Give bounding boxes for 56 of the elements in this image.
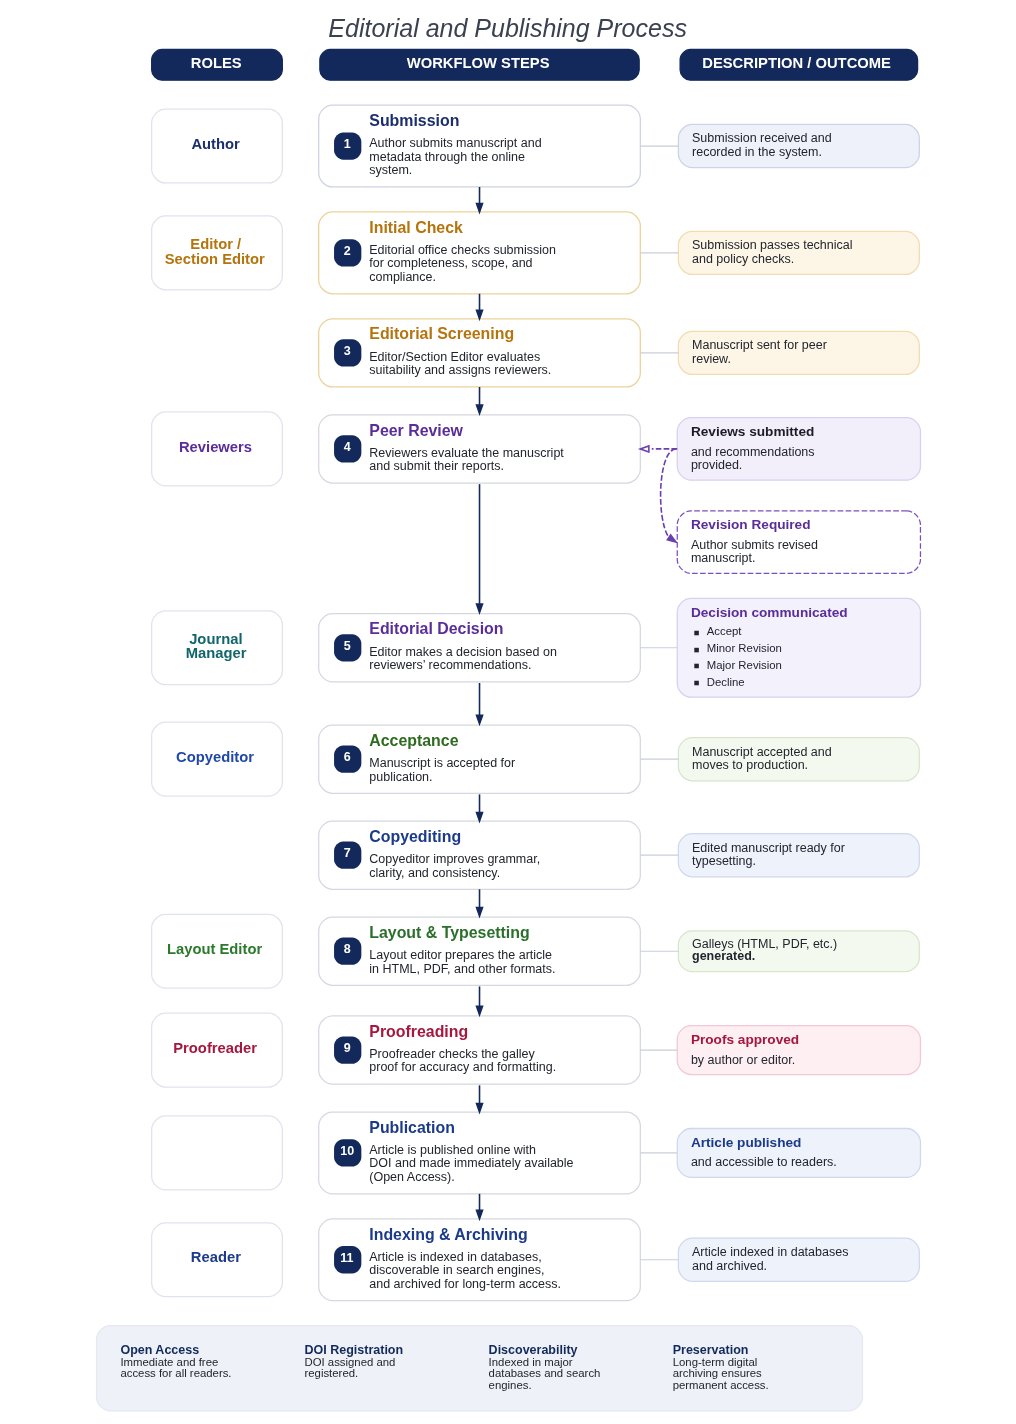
node-box: Manuscript accepted and moves to production.	[677, 736, 920, 782]
node-box: Article indexed in databases and archived.	[677, 1237, 920, 1282]
connector	[639, 1049, 678, 1051]
connector	[639, 950, 679, 952]
arrow	[474, 682, 484, 727]
node-box: Editor / Section Editor	[150, 215, 283, 291]
connector	[639, 647, 678, 649]
node-box: Decision communicated Accept Minor Revision Major Revision Decline	[676, 597, 921, 698]
node-box: Revision Required Author submits revised manuscript.	[676, 510, 921, 574]
arrow	[474, 985, 484, 1018]
node-box: DESCRIPTION / OUTCOME	[678, 48, 918, 81]
node-box: Edited manuscript ready for typesetting.	[677, 832, 920, 878]
node-box: Submission received and recorded in the system.	[677, 123, 920, 169]
node-box: Manuscript sent for peer review.	[677, 330, 920, 376]
connector	[639, 252, 679, 254]
node-box: 9 Proofreading Proofreader checks the galley proof for accuracy and formatting.	[317, 1015, 641, 1085]
connector	[639, 1259, 679, 1261]
node-box: 5 Editorial Decision Editor makes a decision based on reviewers’ recommendations.	[317, 613, 641, 683]
arrow	[474, 1084, 484, 1115]
node-box: Reviewers	[150, 411, 283, 487]
node-box: 7 Copyediting Copyeditor improves grammar, clarity, and consistency.	[317, 820, 641, 890]
node-box: Reader	[150, 1222, 283, 1298]
node-box: 4 Peer Review Reviewers evaluate the manuscript and submit their reports.	[317, 414, 641, 484]
node-box: Open Access Immediate and free access for all readers. DOI Registration DOI assigned and registered. Discoverability Indexed in major databases and search engines. Preservation Long-term digital archiving ensures permanent access.	[95, 1325, 863, 1412]
node-box: Proofreader	[150, 1012, 283, 1088]
node-box: ROLES	[150, 48, 283, 81]
arrow	[659, 448, 678, 544]
connector	[639, 1152, 678, 1154]
node-box: Journal Manager	[150, 610, 283, 686]
node-box	[150, 1115, 283, 1191]
node-box: 2 Initial Check Editorial office checks submission for completeness, scope, and compliance.	[317, 211, 641, 295]
diagram-title: Editorial and Publishing Process	[327, 13, 687, 42]
node-box: Article published and accessible to readers.	[676, 1127, 921, 1178]
connector	[639, 352, 679, 354]
arrow	[474, 483, 484, 615]
node-box: Submission passes technical and policy checks.	[677, 230, 920, 276]
connector	[639, 854, 679, 856]
node-box: Galleys (HTML, PDF, etc.) generated.	[677, 930, 920, 973]
node-box: WORKFLOW STEPS	[318, 48, 640, 81]
node-box: Copyeditor	[150, 721, 283, 797]
connector	[639, 758, 679, 760]
arrow	[637, 444, 678, 453]
node-box: Proofs approved by author or editor.	[676, 1025, 921, 1076]
node-box: 11 Indexing & Archiving Article is indexed in databases, discoverable in search engines, and archived for long-term access.	[317, 1218, 641, 1302]
arrow	[474, 888, 484, 919]
node-box: Reviews submitted and recommendations provided.	[676, 417, 921, 481]
connector	[639, 145, 679, 147]
node-box: 8 Layout & Typesetting Layout editor prepares the article in HTML, PDF, and other formats.	[317, 916, 641, 986]
arrow	[474, 386, 484, 417]
node-box: Layout Editor	[150, 913, 283, 989]
node-box: 1 Submission Author submits manuscript and metadata through the online system.	[317, 104, 641, 188]
node-box: 10 Publication Article is published online with DOI and made immediately available (Open Access).	[317, 1111, 641, 1195]
node-box: 3 Editorial Screening Editor/Section Editor evaluates suitability and assigns reviewers.	[317, 318, 641, 388]
node-box: Author	[150, 108, 283, 184]
arrow	[474, 793, 484, 824]
node-box: 6 Acceptance Manuscript is accepted for publication.	[317, 724, 641, 794]
